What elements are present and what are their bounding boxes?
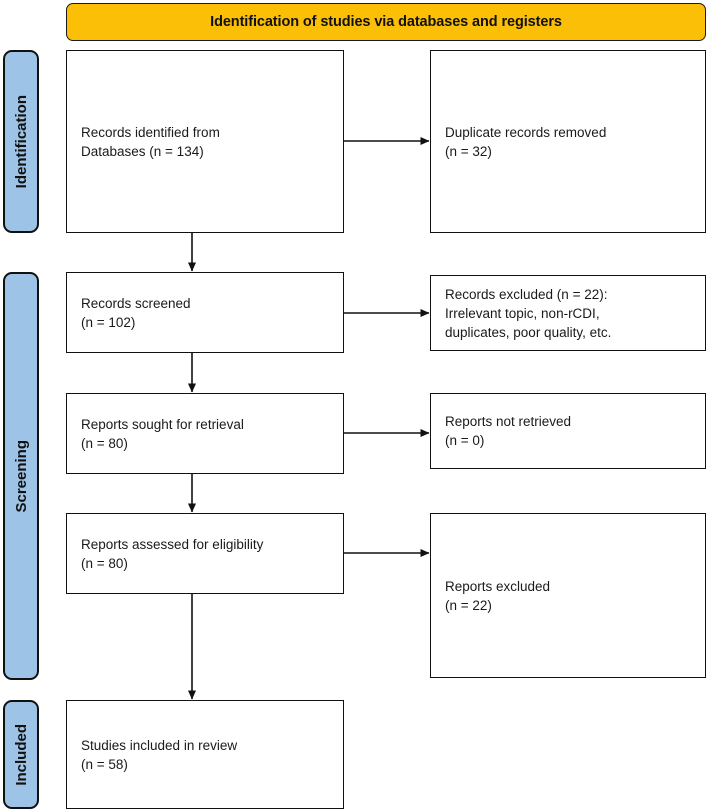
box-studies-included-in-review: Studies included in review (n = 58)	[66, 700, 344, 809]
box-records-identified-line2: Databases (n = 134)	[81, 143, 204, 159]
phase-banner-identification: Identification of studies via databases …	[66, 3, 706, 41]
box-records-excluded-line2: Irrelevant topic, non-rCDI,	[445, 304, 691, 323]
stage-bar-screening: Screening	[3, 272, 39, 680]
box-records-identified-line1: Records identified from	[81, 124, 220, 140]
box-reports-not-retrieved-line1: Reports not retrieved	[445, 414, 572, 429]
box-reports-sought-for-retrieval: Reports sought for retrieval (n = 80)	[66, 393, 344, 474]
box-reports-assessed-for-eligibility: Reports assessed for eligibility (n = 80…	[66, 513, 344, 594]
box-records-excluded-line2-term: non-rCDI	[541, 305, 596, 321]
box-records-screened-line2: (n = 102)	[81, 314, 136, 330]
box-records-excluded-line1: Records excluded (n = 22):	[445, 286, 608, 302]
box-records-excluded-line3: duplicates, poor quality, etc.	[445, 324, 612, 340]
box-reports-excluded: Reports excluded (n = 22)	[430, 513, 706, 678]
box-reports-not-retrieved: Reports not retrieved (n = 0)	[430, 393, 706, 469]
box-records-excluded-line2-prefix: Irrelevant topic,	[445, 305, 542, 321]
box-reports-not-retrieved-line2: (n = 0)	[445, 433, 485, 448]
box-studies-included-line2: (n = 58)	[81, 756, 128, 772]
stage-bar-included-label: Included	[12, 723, 30, 786]
box-reports-excluded-line1: Reports excluded	[445, 578, 551, 594]
box-records-identified: Records identified from Databases (n = 1…	[66, 50, 344, 233]
stage-bar-identification-label: Identification	[12, 94, 30, 189]
box-reports-excluded-line2: (n = 22)	[445, 597, 492, 613]
box-records-excluded-line2-suffix: ,	[595, 305, 600, 321]
stage-bar-screening-label: Screening	[12, 439, 30, 513]
box-records-screened-line1: Records screened	[81, 295, 191, 311]
box-records-excluded: Records excluded (n = 22): Irrelevant to…	[430, 275, 706, 351]
phase-banner-label: Identification of studies via databases …	[210, 14, 562, 30]
stage-bar-included: Included	[3, 700, 39, 809]
box-duplicate-records-removed: Duplicate records removed (n = 32)	[430, 50, 706, 233]
stage-bar-identification: Identification	[3, 50, 39, 233]
box-records-screened: Records screened (n = 102)	[66, 272, 344, 353]
box-duplicate-records-line2: (n = 32)	[445, 143, 492, 159]
box-reports-sought-line1: Reports sought for retrieval	[81, 416, 244, 432]
box-reports-sought-line2: (n = 80)	[81, 435, 128, 451]
box-studies-included-line1: Studies included in review	[81, 737, 238, 753]
box-reports-assessed-line2: (n = 80)	[81, 555, 128, 571]
box-reports-assessed-line1: Reports assessed for eligibility	[81, 536, 264, 552]
box-duplicate-records-line1: Duplicate records removed	[445, 124, 607, 140]
